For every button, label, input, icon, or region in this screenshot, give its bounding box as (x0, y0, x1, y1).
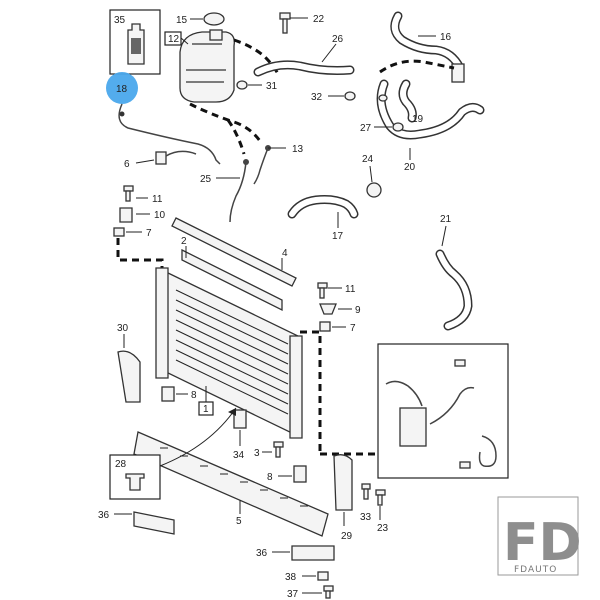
bolt-37[interactable] (323, 585, 334, 599)
coolant-bottle-box[interactable] (109, 9, 161, 75)
bracket-29[interactable] (333, 454, 353, 511)
clip-32[interactable] (344, 91, 356, 101)
callout-36-left: 36 (98, 510, 110, 521)
air-guide-2[interactable] (181, 248, 283, 312)
callout-7-upper: 7 (146, 228, 152, 239)
watermark-logo: FD (503, 513, 582, 573)
rubber-mount-7-lower[interactable] (319, 321, 331, 332)
rubber-mount-8-left[interactable] (161, 386, 175, 402)
callout-8-right: 8 (267, 472, 273, 483)
bracket-34[interactable] (233, 409, 247, 429)
callout-29: 29 (341, 531, 353, 542)
hose-20[interactable] (376, 79, 485, 140)
callout-23: 23 (377, 523, 389, 534)
bolt-11-lower[interactable] (317, 282, 328, 299)
hose-17[interactable] (287, 195, 359, 219)
callout-28: 28 (115, 459, 127, 470)
bolt-33[interactable] (361, 483, 371, 500)
callout-1: 1 (203, 404, 209, 415)
callout-7-lower: 7 (350, 323, 356, 334)
callout-4: 4 (282, 248, 288, 259)
callout-21: 21 (440, 214, 452, 225)
hose-13[interactable] (253, 145, 271, 185)
callout-32: 32 (311, 92, 323, 103)
callout-37: 37 (287, 589, 299, 600)
callout-19: 19 (412, 114, 424, 125)
radiator-link-dashed-right (300, 330, 322, 452)
fdauto-watermark: FD FDAUTO (497, 496, 582, 576)
callout-30: 30 (117, 323, 129, 334)
sensor-6[interactable] (155, 150, 197, 165)
callout-24: 24 (362, 154, 374, 165)
callout-16: 16 (440, 32, 452, 43)
tank-drain-dashed (189, 102, 264, 145)
callout-11-upper: 11 (152, 194, 163, 205)
callout-3: 3 (254, 448, 260, 459)
callout-25: 25 (200, 174, 212, 185)
callout-12: 12 (168, 34, 180, 45)
bracket-36-bottom[interactable] (291, 545, 335, 561)
intercooler-pipe-21[interactable] (435, 249, 473, 331)
callout-2: 2 (181, 236, 187, 247)
clip-27[interactable] (392, 122, 404, 132)
hose-16[interactable] (390, 11, 465, 83)
callout-15: 15 (176, 15, 188, 26)
callout-9: 9 (355, 305, 361, 316)
callout-20: 20 (404, 162, 416, 173)
lower-cross-member[interactable] (133, 431, 329, 537)
bracket-36-left[interactable] (133, 511, 175, 535)
bracket-30[interactable] (117, 350, 141, 403)
hose-link-dashed (379, 59, 455, 74)
callout-11-lower: 11 (345, 284, 356, 295)
callout-26: 26 (332, 34, 344, 45)
callout-33: 33 (360, 512, 372, 523)
hose-26[interactable] (253, 60, 355, 77)
clip-31[interactable] (236, 80, 248, 90)
detail-box-auxiliary[interactable] (377, 343, 509, 479)
watermark-brand: FDAUTO (514, 565, 557, 575)
callout-22: 22 (313, 14, 325, 25)
callout-27: 27 (360, 123, 372, 134)
callout-13: 13 (292, 144, 304, 155)
callout-18: 18 (116, 84, 128, 95)
rubber-mount-7-upper[interactable] (113, 227, 125, 237)
hose-19[interactable] (398, 79, 417, 123)
callout-17: 17 (332, 231, 344, 242)
nut-38[interactable] (317, 571, 329, 581)
callout-31: 31 (266, 81, 278, 92)
callout-38: 38 (285, 572, 297, 583)
detail-box-28[interactable] (109, 454, 161, 500)
bolt-23[interactable] (375, 489, 386, 506)
seal-strip-4[interactable] (171, 217, 297, 287)
rubber-mount-8-right[interactable] (293, 465, 307, 483)
detail-28-arrow (159, 407, 237, 467)
bracket-link-dashed (226, 119, 246, 155)
bolt-22[interactable] (279, 12, 291, 34)
expansion-tank[interactable] (179, 29, 235, 103)
expansion-tank-cap[interactable] (203, 12, 225, 26)
callout-6: 6 (124, 159, 130, 170)
callout-10: 10 (154, 210, 166, 221)
hose-25[interactable] (229, 159, 249, 223)
bolt-3[interactable] (273, 441, 284, 458)
callout-8-left: 8 (191, 390, 197, 401)
callout-5: 5 (236, 516, 242, 527)
radiator[interactable] (155, 267, 303, 439)
bolt-11-upper[interactable] (123, 185, 134, 202)
selected-callout-18[interactable]: 18 (106, 72, 138, 104)
callout-34: 34 (233, 450, 245, 461)
level-sensor-wire (118, 103, 221, 165)
bracket-10[interactable] (119, 207, 133, 223)
callout-36-bottom: 36 (256, 548, 268, 559)
callout-35: 35 (114, 15, 126, 26)
bracket-9[interactable] (319, 303, 337, 315)
clamp-24[interactable] (366, 182, 382, 198)
